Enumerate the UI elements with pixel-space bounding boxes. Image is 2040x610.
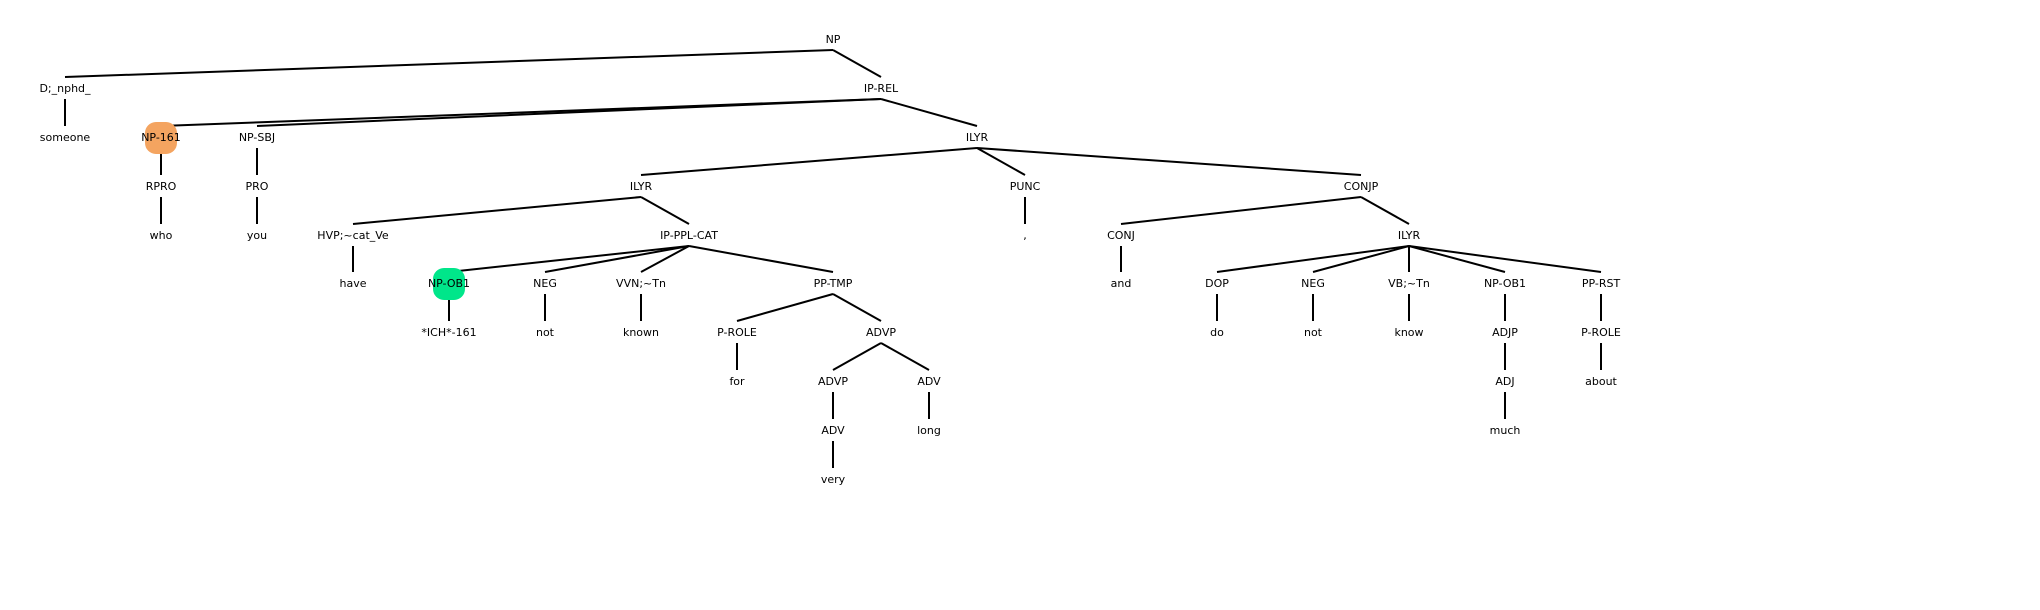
edge-pp_tmp-advp_a <box>832 293 882 322</box>
node-punc: PUNC <box>1010 180 1041 193</box>
node-conjp: CONJP <box>1344 180 1379 193</box>
node-np_ob1_b: NP-OB1 <box>1484 277 1526 290</box>
edge-ilyr_2-hvp <box>352 196 642 225</box>
node-know: know <box>1394 326 1423 339</box>
edge-ilyr_3-pp_rst <box>1408 245 1602 273</box>
edge-conjp-ilyr_3 <box>1360 196 1410 225</box>
node-rpro: RPRO <box>146 180 177 193</box>
node-d_nphd: D;_nphd_ <box>39 82 91 95</box>
node-np_161: NP-161 <box>141 131 181 144</box>
node-have: have <box>340 277 367 290</box>
node-p_role_a: P-ROLE <box>717 326 757 339</box>
edge-np_root-d_nphd <box>64 49 834 78</box>
edge-ilyr_1-conjp <box>976 147 1362 176</box>
node-ich_161: *ICH*-161 <box>421 326 476 339</box>
node-you: you <box>247 229 267 242</box>
edge-ip_ppl_cat-vvn <box>640 245 690 273</box>
edge-ilyr_1-ilyr_2 <box>640 147 978 176</box>
node-np_ob1_a: NP-OB1 <box>428 277 470 290</box>
edge-pp_tmp-p_role_a <box>736 293 834 322</box>
node-pp_rst: PP-RST <box>1582 277 1621 290</box>
node-ilyr_2: ILYR <box>630 180 653 193</box>
node-pro: PRO <box>246 180 269 193</box>
node-dop: DOP <box>1205 277 1229 290</box>
node-very: very <box>821 473 846 486</box>
edge-ilyr_1-punc <box>976 147 1026 176</box>
node-highlights <box>145 122 465 300</box>
edge-ip_ppl_cat-pp_tmp <box>688 245 834 273</box>
node-not_a: not <box>536 326 555 339</box>
node-neg_b: NEG <box>1301 277 1325 290</box>
node-np_root: NP <box>826 33 841 46</box>
node-hvp: HVP;~cat_Ve <box>317 229 389 242</box>
node-and: and <box>1111 277 1132 290</box>
node-pp_tmp: PP-TMP <box>814 277 853 290</box>
edge-conjp-conj <box>1120 196 1362 225</box>
node-advp_b: ADVP <box>818 375 848 388</box>
node-np_sbj: NP-SBJ <box>239 131 275 144</box>
tree-edges <box>64 49 1602 468</box>
node-ilyr_3: ILYR <box>1398 229 1421 242</box>
highlight-np_161 <box>145 122 177 154</box>
node-adv_a: ADV <box>821 424 845 437</box>
node-advp_a: ADVP <box>866 326 896 339</box>
edge-advp_a-adv_b <box>880 342 930 371</box>
node-who: who <box>150 229 173 242</box>
node-vb: VB;~Tn <box>1388 277 1430 290</box>
edge-advp_a-advp_b <box>832 342 882 371</box>
node-vvn: VVN;~Tn <box>616 277 666 290</box>
node-ip_ppl_cat: IP-PPL-CAT <box>660 229 718 242</box>
node-someone: someone <box>40 131 91 144</box>
edge-ip_rel-ilyr_1 <box>880 98 978 127</box>
node-do: do <box>1210 326 1224 339</box>
node-much: much <box>1490 424 1521 437</box>
node-long: long <box>917 424 941 437</box>
edge-ilyr_2-ip_ppl_cat <box>640 196 690 225</box>
edge-ip_rel-np_sbj <box>256 98 882 127</box>
node-neg_a: NEG <box>533 277 557 290</box>
edge-np_root-ip_rel <box>832 49 882 78</box>
edge-ip_ppl_cat-neg_a <box>544 245 690 273</box>
node-not_b: not <box>1304 326 1323 339</box>
node-p_role_b: P-ROLE <box>1581 326 1621 339</box>
node-comma: , <box>1023 229 1027 242</box>
node-ilyr_1: ILYR <box>966 131 989 144</box>
node-conj: CONJ <box>1107 229 1135 242</box>
highlight-np_ob1_a <box>433 268 465 300</box>
node-known: known <box>623 326 659 339</box>
node-ip_rel: IP-REL <box>864 82 899 95</box>
node-adj: ADJ <box>1495 375 1514 388</box>
node-about: about <box>1585 375 1617 388</box>
edge-ilyr_3-neg_b <box>1312 245 1410 273</box>
node-adv_b: ADV <box>917 375 941 388</box>
node-adjp: ADJP <box>1492 326 1518 339</box>
edge-ilyr_3-dop <box>1216 245 1410 273</box>
node-for: for <box>729 375 745 388</box>
edge-ilyr_3-np_ob1_b <box>1408 245 1506 273</box>
edge-ip_ppl_cat-np_ob1_a <box>448 245 690 273</box>
